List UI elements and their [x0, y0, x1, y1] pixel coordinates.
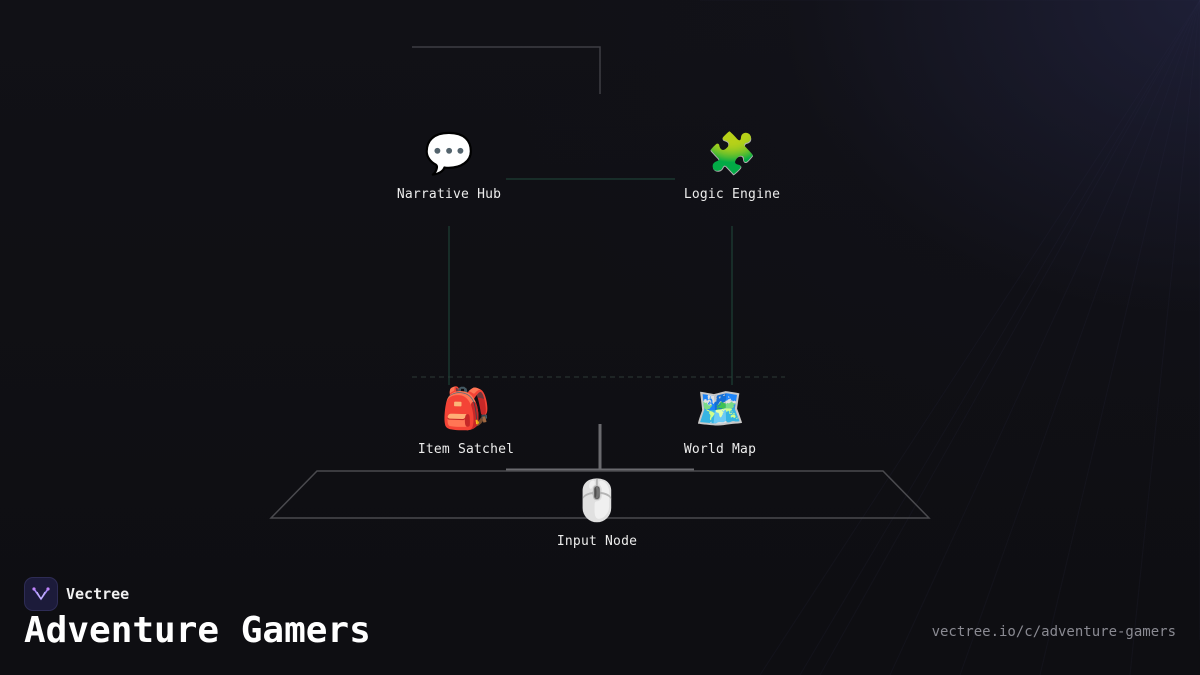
top-frame-line [412, 46, 601, 94]
input-platform [269, 470, 931, 519]
puzzle-piece-icon: 🧩 [707, 131, 757, 177]
node-world-map[interactable]: 🗺️ World Map [640, 384, 800, 457]
page-url[interactable]: vectree.io/c/adventure-gamers [931, 624, 1176, 640]
node-narrative-hub[interactable]: 💬 Narrative Hub [369, 129, 529, 202]
node-label: Logic Engine [683, 187, 781, 202]
vectree-logo-icon [24, 577, 58, 611]
node-label: World Map [683, 442, 757, 457]
node-item-satchel[interactable]: 🎒 Item Satchel [386, 384, 546, 457]
computer-mouse-icon: 🖱️ [572, 478, 622, 524]
node-input-node[interactable]: 🖱️ Input Node [517, 476, 677, 549]
node-label: Narrative Hub [396, 187, 502, 202]
backpack-icon: 🎒 [441, 386, 491, 432]
world-map-icon: 🗺️ [695, 386, 745, 432]
brand: Vectree [24, 577, 129, 611]
page-title: Adventure Gamers [24, 610, 371, 651]
node-label: Item Satchel [417, 442, 515, 457]
speech-balloon-icon: 💬 [424, 131, 474, 177]
node-logic-engine[interactable]: 🧩 Logic Engine [652, 129, 812, 202]
node-label: Input Node [556, 534, 638, 549]
brand-name: Vectree [66, 585, 130, 603]
